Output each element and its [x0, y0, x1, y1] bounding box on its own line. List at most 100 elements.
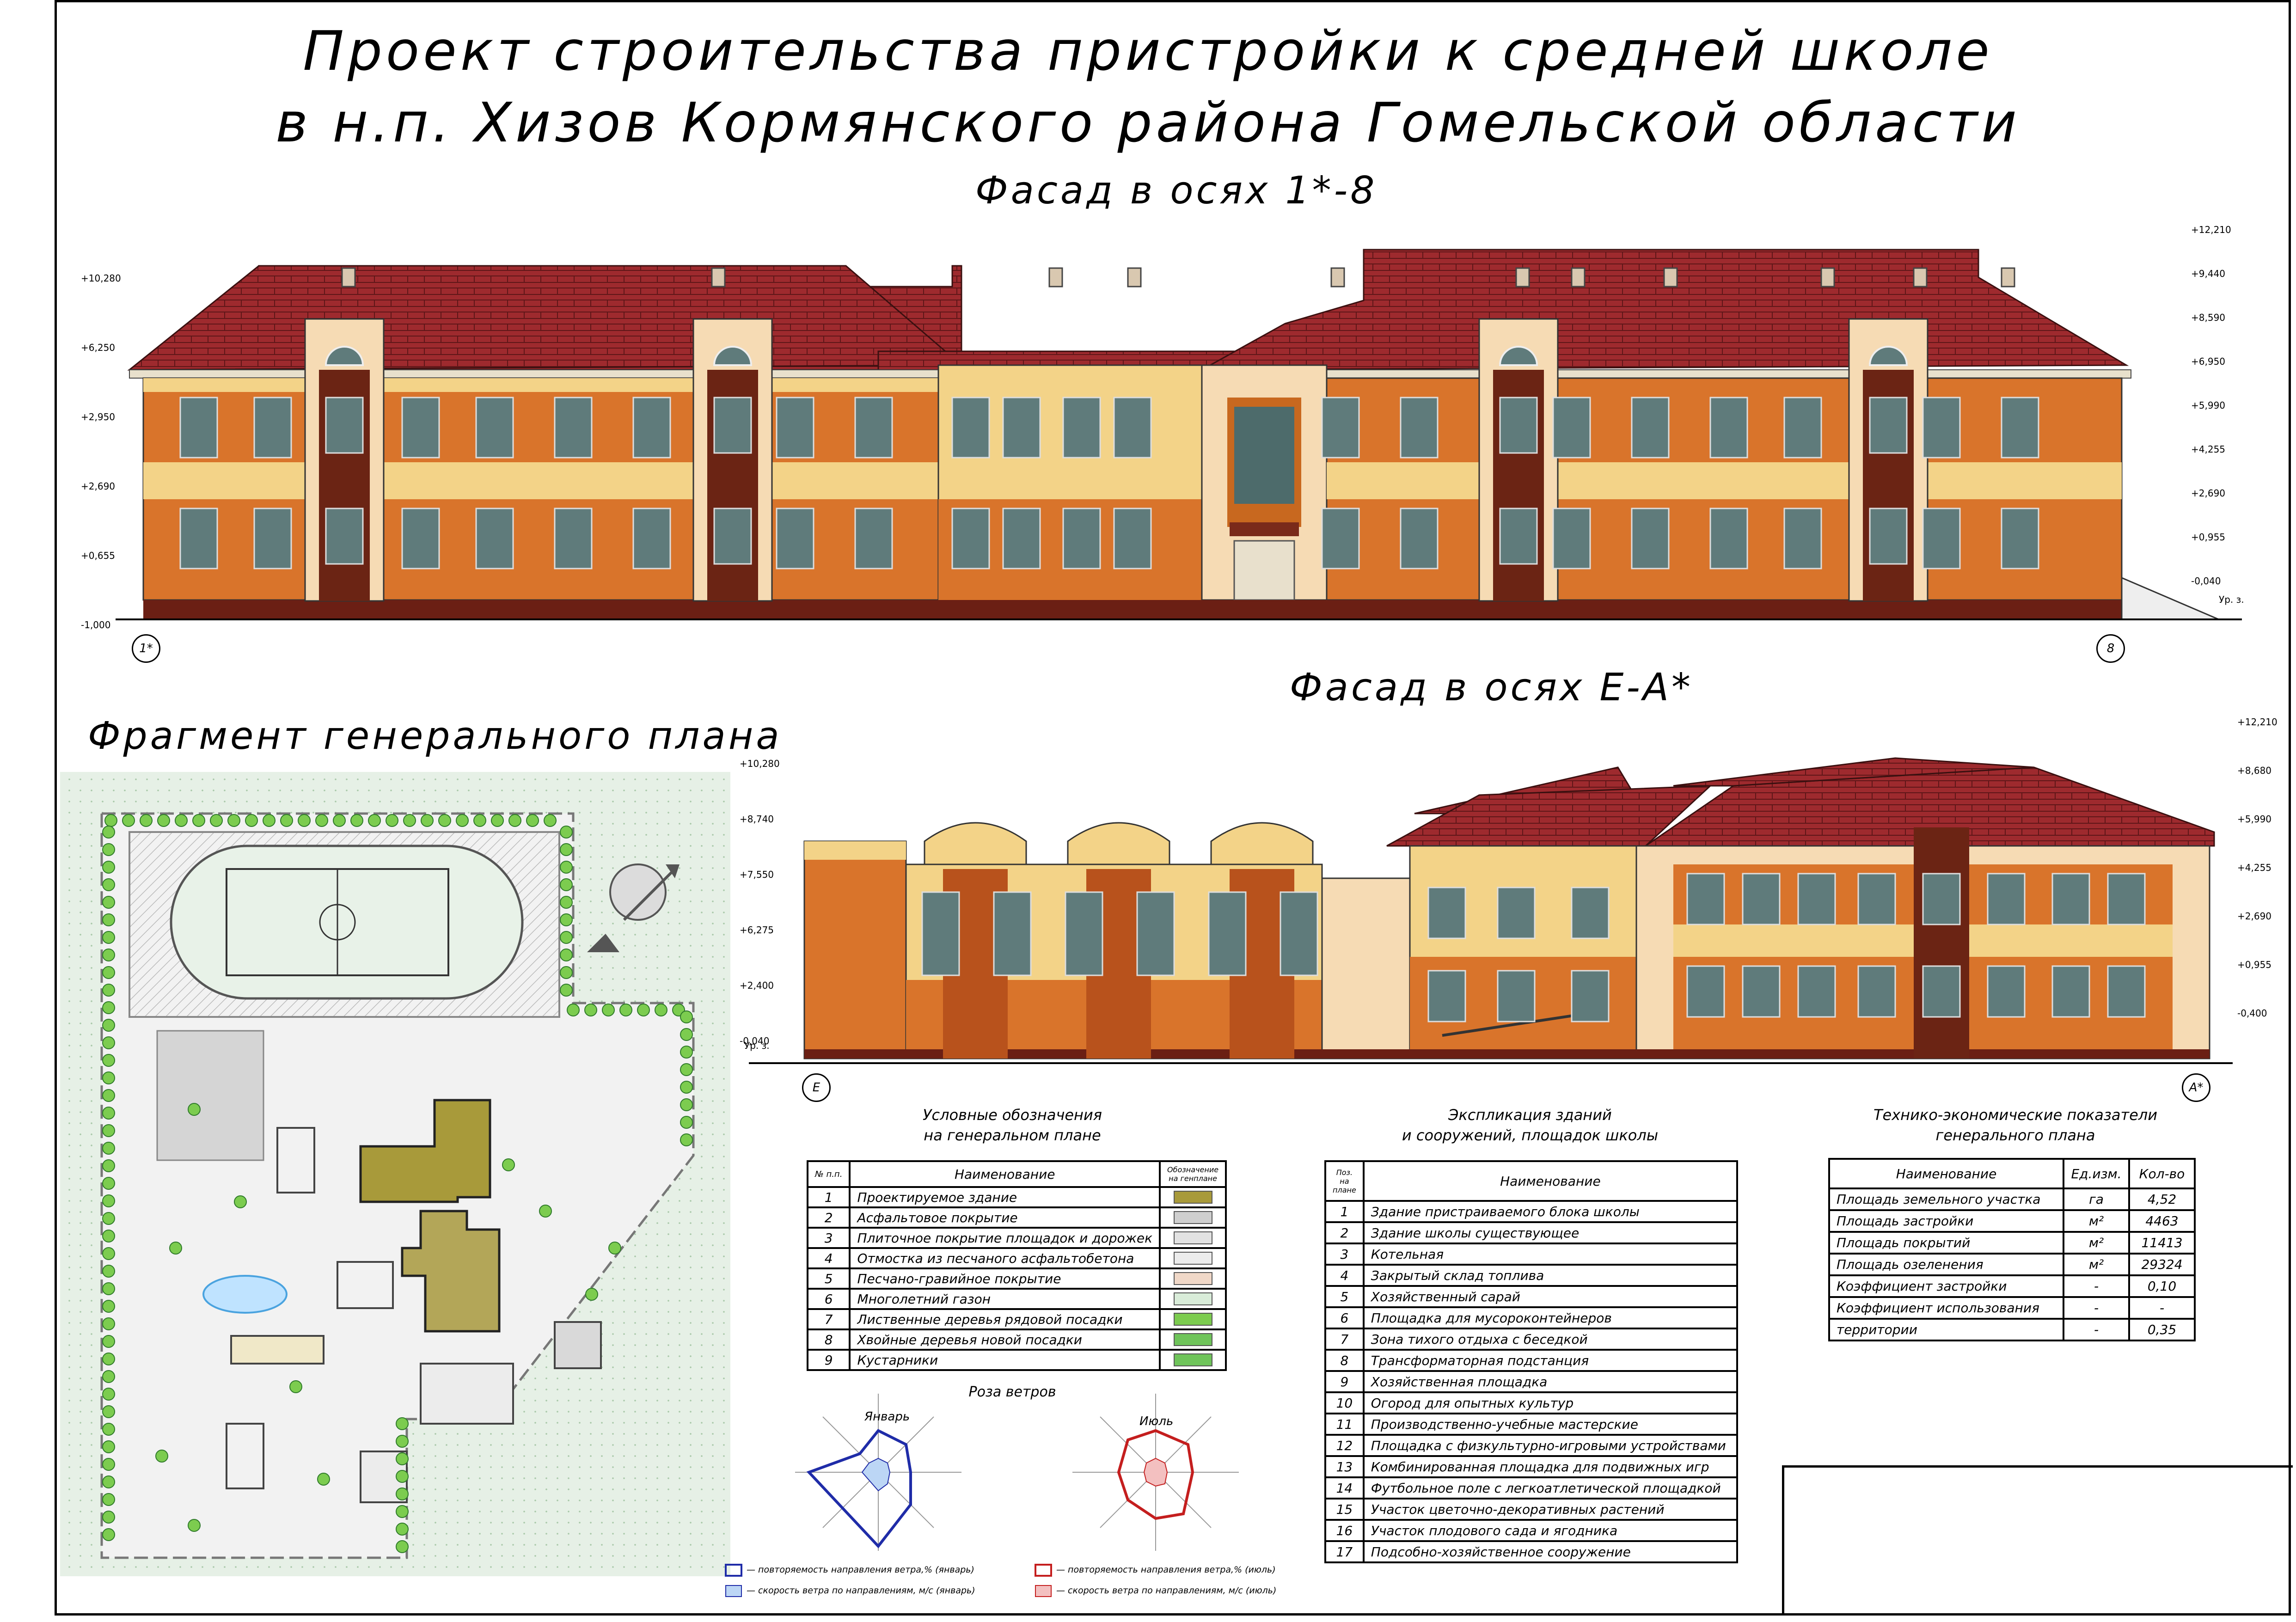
facade-window — [1686, 965, 1725, 1018]
tree-symbol — [102, 1265, 115, 1278]
level-mark: +4,255 — [2237, 862, 2272, 873]
facade-window — [776, 397, 814, 459]
tree-symbol — [192, 814, 205, 827]
facade-window — [1062, 508, 1101, 569]
tep-header-unit: Ед.изм. — [2063, 1158, 2130, 1189]
tree-symbol — [102, 1194, 115, 1207]
facade-window — [1922, 508, 1961, 569]
level-mark: +2,950 — [81, 411, 116, 422]
level-mark: +6,950 — [2191, 356, 2226, 367]
facade-window — [1002, 508, 1041, 569]
legend-row-number: 4 — [806, 1247, 851, 1269]
legend-row-number: 3 — [806, 1227, 851, 1249]
facade1-axis-left: 1* — [132, 634, 160, 663]
windrose-legend-jul-frequency: — повторяемость направления ветра,% (июл… — [1056, 1565, 1276, 1575]
tree-symbol — [680, 1028, 693, 1041]
explication-row-number: 15 — [1324, 1498, 1365, 1521]
tree-symbol — [102, 1230, 115, 1243]
tree-symbol — [585, 1288, 598, 1301]
legend-row-number: 1 — [806, 1186, 851, 1208]
windrose-legend-jan-frequency: — повторяемость направления ветра,% (янв… — [747, 1565, 974, 1575]
facade1-axis-right: 8 — [2096, 634, 2125, 663]
facade2-windows — [921, 822, 2146, 1059]
legend-swatch — [1173, 1313, 1212, 1326]
facade-gable — [924, 822, 1027, 865]
facade-arched-window — [325, 346, 364, 366]
explication-row-name: Площадка с физкультурно-игровыми устройс… — [1362, 1434, 1739, 1457]
explication-row-name: Зона тихого отдыха с беседкой — [1362, 1328, 1739, 1351]
level-mark: +5,990 — [2191, 400, 2226, 411]
level-mark: +10,280 — [740, 758, 780, 769]
facade-window — [1497, 887, 1536, 939]
explication-row-number: 10 — [1324, 1391, 1365, 1414]
facade-window — [475, 508, 514, 569]
tree-symbol — [560, 878, 573, 891]
tree-symbol — [155, 1450, 168, 1463]
facade-window — [1400, 508, 1439, 569]
legend-row-symbol — [1159, 1227, 1227, 1249]
facade-window — [2001, 508, 2039, 569]
legend-row-name: Многолетний газон — [849, 1288, 1161, 1310]
facade-arched-window — [1499, 346, 1538, 366]
tree-symbol — [396, 1470, 409, 1483]
tree-symbol — [102, 1440, 115, 1453]
legend-row-name: Асфальтовое покрытие — [849, 1206, 1161, 1229]
facade-window — [1552, 508, 1591, 569]
legend-header-symbol: Обозначение на генплане — [1159, 1160, 1227, 1188]
facade-window — [1427, 970, 1466, 1022]
windrose-legend-jul-speed: — скорость ветра по направлениям, м/с (и… — [1056, 1585, 1277, 1596]
tree-symbol — [560, 913, 573, 926]
tree-symbol — [619, 1004, 632, 1016]
tree-symbol — [102, 1317, 115, 1330]
tree-symbol — [102, 1177, 115, 1190]
tree-symbol — [227, 814, 240, 827]
tree-symbol — [584, 1004, 597, 1016]
facade-chimney — [1571, 267, 1586, 288]
tree-symbol — [491, 814, 504, 827]
tep-row-name: Площадь земельного участка — [1828, 1187, 2064, 1211]
tree-symbol — [102, 896, 115, 909]
tree-symbol — [560, 826, 573, 839]
tree-symbol — [102, 1493, 115, 1506]
facade-window — [1497, 970, 1536, 1022]
tree-symbol — [608, 1242, 621, 1255]
explication-row-name: Подсобно-хозяйственное сооружение — [1362, 1540, 1739, 1563]
legend-swatch — [1173, 1231, 1212, 1244]
tree-symbol — [102, 966, 115, 979]
site-plan-title: Фрагмент генерального плана — [88, 714, 782, 758]
facade-window — [1062, 397, 1101, 459]
tree-symbol — [102, 1475, 115, 1488]
facade-window — [1857, 965, 1896, 1018]
legend-row-number: 9 — [806, 1349, 851, 1371]
tep-row-value: 11413 — [2128, 1231, 2196, 1255]
level-mark: -0,040 — [2191, 575, 2221, 587]
explication-row-number: 6 — [1324, 1306, 1365, 1329]
legend-row-symbol — [1159, 1267, 1227, 1290]
legend-row-symbol — [1159, 1247, 1227, 1269]
tree-symbol — [396, 1452, 409, 1465]
legend-row-number: 8 — [806, 1328, 851, 1351]
facade-window — [1857, 873, 1896, 925]
explication-row-name: Огород для опытных культур — [1362, 1391, 1739, 1414]
facade-window — [1709, 508, 1748, 569]
tep-row-unit: - — [2063, 1296, 2130, 1320]
tep-row-name: Коэффициент застройки — [1828, 1274, 2064, 1298]
explication-row-name: Хозяйственная площадка — [1362, 1370, 1739, 1393]
legend-row-name: Песчано-гравийное покрытие — [849, 1267, 1161, 1290]
tree-symbol — [438, 814, 451, 827]
legend-row-symbol — [1159, 1288, 1227, 1310]
explication-row-name: Здание пристраиваемого блока школы — [1362, 1200, 1739, 1223]
facade-window — [1922, 397, 1961, 459]
legend-swatch — [1173, 1333, 1212, 1346]
explication-row-name: Комбинированная площадка для подвижных и… — [1362, 1455, 1739, 1478]
